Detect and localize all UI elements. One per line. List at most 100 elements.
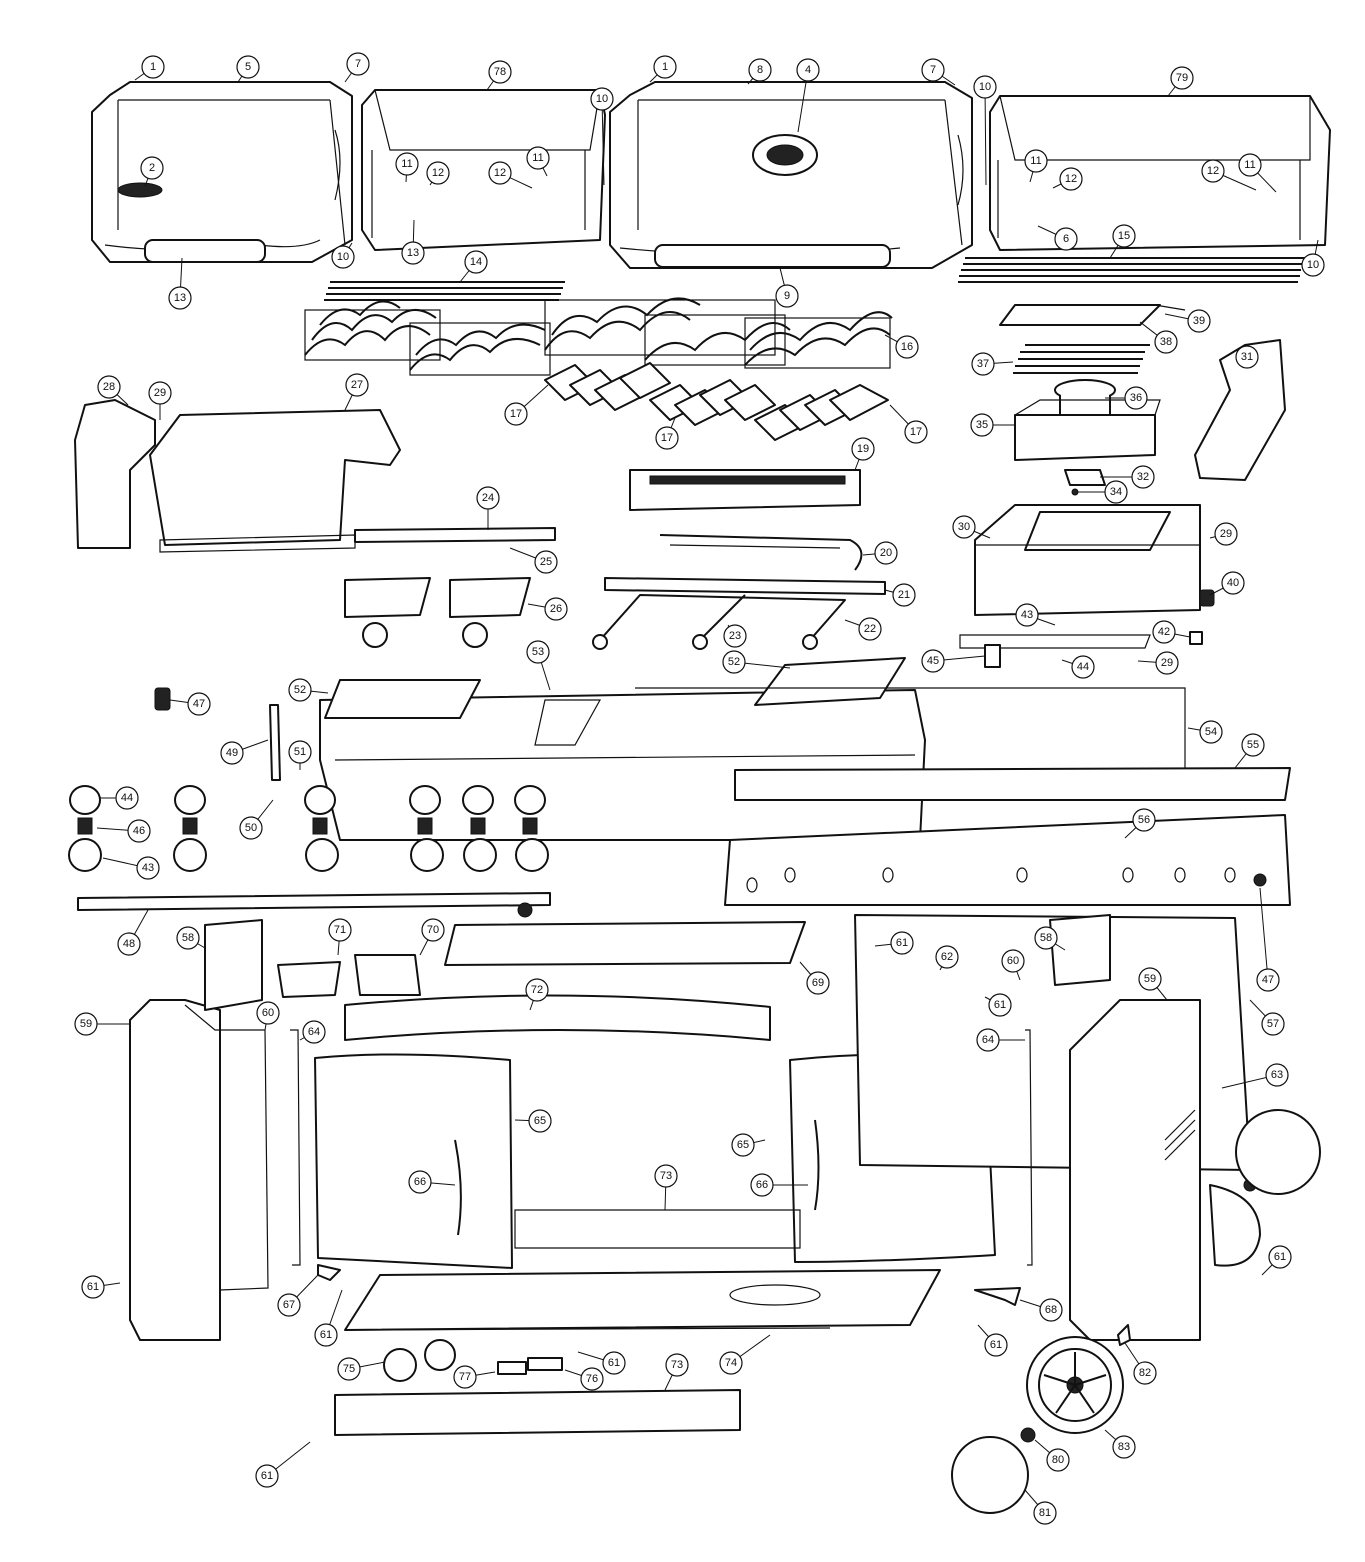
callout-number: 62	[941, 951, 953, 963]
callout-30: 30	[952, 515, 991, 539]
callout-number: 76	[586, 1373, 598, 1385]
callout-number: 29	[154, 387, 166, 399]
callout-bubble	[1199, 720, 1223, 744]
callout-bubble	[851, 437, 875, 461]
callout-number: 61	[261, 1470, 273, 1482]
callout-66: 66	[750, 1173, 808, 1197]
sear-plates	[544, 362, 889, 441]
callout-bubble	[256, 1001, 280, 1025]
callout-number: 64	[982, 1034, 994, 1046]
callout-number: 69	[812, 977, 824, 989]
callout-number: 47	[193, 698, 205, 710]
callout-37: 37	[971, 352, 1014, 376]
right-lid	[609, 81, 973, 269]
callout-78: 78	[486, 60, 512, 91]
grill-body	[319, 657, 1186, 841]
callout-67: 67	[277, 1274, 319, 1317]
callout-82: 82	[1124, 1342, 1157, 1385]
callout-number: 10	[596, 93, 608, 105]
callout-1: 1	[649, 55, 677, 83]
callout-21: 21	[884, 583, 916, 607]
callout-number: 22	[864, 623, 876, 635]
callout-64: 64	[976, 1028, 1025, 1052]
callout-5: 5	[236, 55, 260, 83]
callout-49: 49	[220, 739, 269, 765]
callout-17: 17	[889, 404, 928, 444]
callout-number: 8	[757, 64, 763, 76]
burner-boxes	[344, 577, 531, 648]
callout-number: 61	[896, 937, 908, 949]
callout-31: 31	[1235, 345, 1259, 369]
callout-bubble	[488, 60, 512, 84]
callout-bubble	[331, 245, 355, 269]
springs-row	[77, 817, 538, 835]
callout-34: 34	[1078, 480, 1128, 504]
callout-80: 80	[1034, 1439, 1070, 1472]
callout-bubble	[115, 786, 139, 810]
side-burner-pan	[1014, 399, 1161, 461]
brackets	[317, 1264, 1021, 1306]
callout-17: 17	[504, 384, 549, 426]
callout-60: 60	[256, 1001, 280, 1031]
callout-35: 35	[970, 413, 1015, 437]
leader-line	[601, 98, 605, 186]
callout-bubble	[796, 58, 820, 82]
callout-12: 12	[1201, 159, 1257, 191]
callout-40: 40	[1209, 571, 1245, 596]
callout-77: 77	[453, 1365, 496, 1389]
left-end-cap	[74, 399, 156, 549]
callout-number: 40	[1227, 577, 1239, 589]
callout-26: 26	[527, 597, 568, 621]
callout-20: 20	[862, 541, 898, 565]
callout-bubble	[895, 335, 919, 359]
callout-61: 61	[81, 1275, 121, 1299]
callout-number: 50	[245, 822, 257, 834]
callout-bubble	[973, 75, 997, 99]
callout-number: 82	[1139, 1367, 1151, 1379]
callout-61: 61	[977, 1324, 1008, 1357]
burner-support-bracket	[354, 527, 556, 543]
callout-number: 11	[1244, 159, 1255, 171]
callout-number: 1	[150, 61, 156, 73]
side-burner-shelf	[959, 504, 1201, 649]
callout-11: 11	[1024, 149, 1048, 183]
callout-number: 38	[1160, 336, 1172, 348]
callout-bubble	[1112, 224, 1136, 248]
callout-bubble	[750, 1173, 774, 1197]
callout-27: 27	[344, 373, 369, 411]
callout-number: 52	[728, 656, 740, 668]
callout-bubble	[654, 1164, 678, 1188]
callout-number: 53	[532, 646, 544, 658]
callout-bubble	[1155, 651, 1179, 675]
callout-bubble	[1001, 949, 1025, 973]
callout-number: 73	[660, 1170, 672, 1182]
callout-number: 60	[262, 1007, 274, 1019]
callout-64: 64	[299, 1020, 326, 1044]
callout-number: 9	[784, 290, 790, 302]
callout-65: 65	[731, 1133, 766, 1157]
callout-bubble	[806, 971, 830, 995]
callout-2: 2	[140, 156, 164, 187]
callout-bubble	[117, 932, 141, 956]
callout-bubble	[1046, 1448, 1070, 1472]
warming-rack-right	[958, 257, 1305, 283]
callout-bubble	[401, 241, 425, 265]
callout-7: 7	[344, 52, 370, 83]
callout-59: 59	[1138, 967, 1168, 1001]
callout-number: 13	[174, 292, 186, 304]
callout-number: 24	[482, 492, 494, 504]
callout-8: 8	[747, 58, 772, 85]
callout-bubble	[148, 381, 172, 405]
callout-58: 58	[1034, 926, 1066, 951]
callout-bubble	[328, 918, 352, 942]
callout-bubble	[337, 1357, 361, 1381]
callout-number: 17	[510, 408, 522, 420]
callout-13: 13	[168, 257, 192, 310]
knobs-row	[69, 785, 546, 815]
callout-10: 10	[973, 75, 997, 186]
callout-number: 66	[756, 1179, 768, 1191]
callout-bubble	[1268, 1245, 1292, 1269]
callout-61: 61	[1261, 1245, 1292, 1276]
callout-bubble	[1133, 1361, 1157, 1385]
leader-line	[984, 86, 987, 186]
